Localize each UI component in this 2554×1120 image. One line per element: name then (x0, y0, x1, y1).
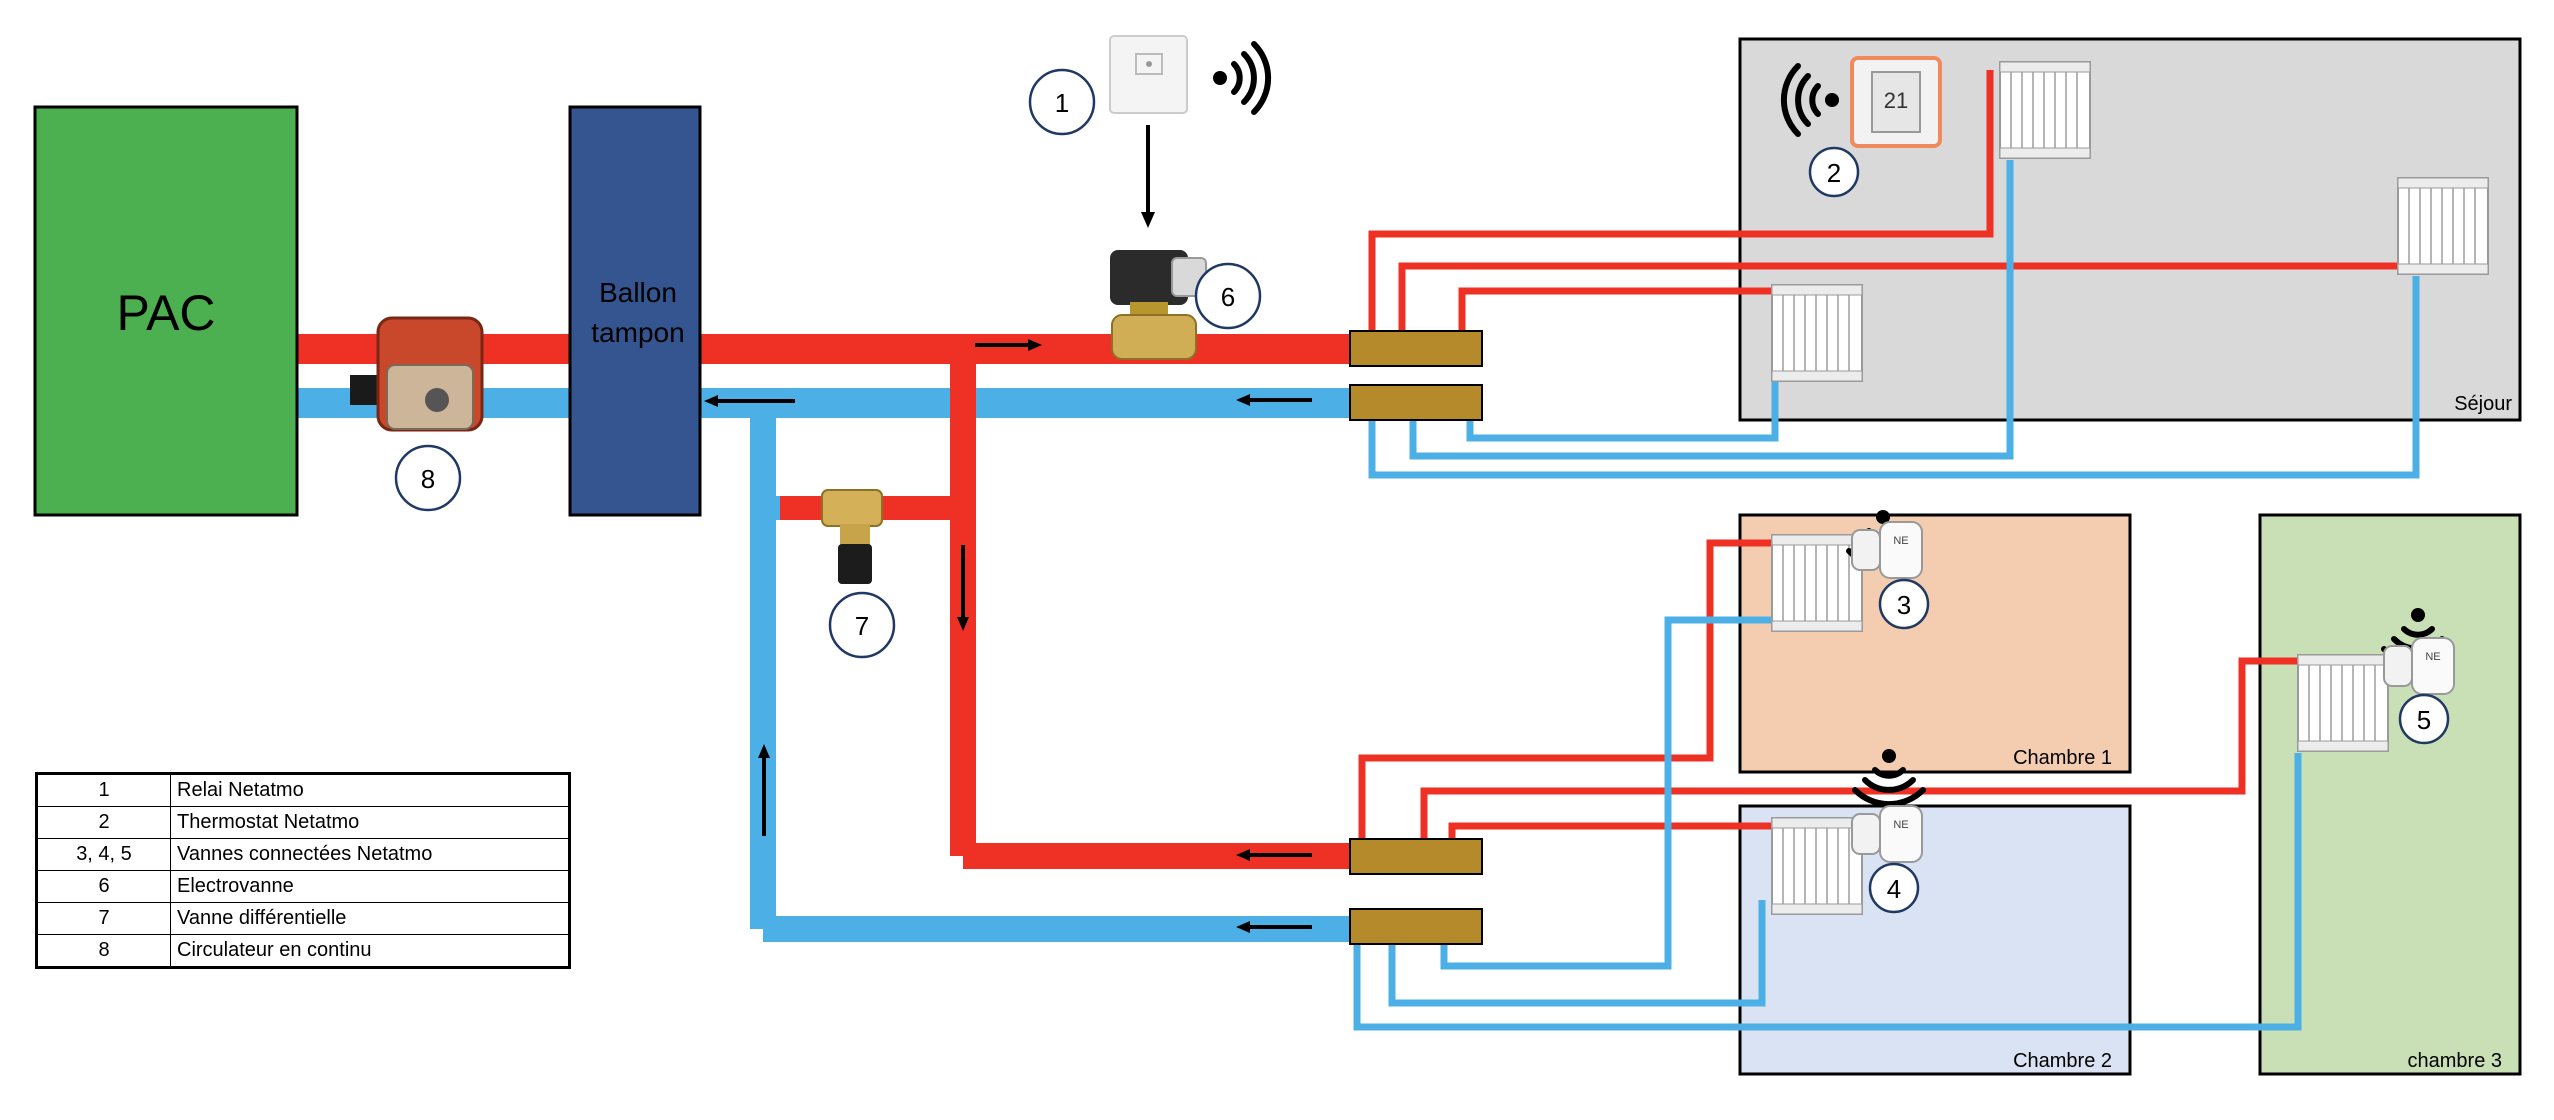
radiator-icon (1771, 817, 1863, 915)
svg-text:8: 8 (421, 464, 435, 494)
marker-3: 3 (1878, 578, 1930, 630)
flow-arrow-icon (758, 744, 770, 836)
pipe-sejour-rad1-return (1409, 160, 2014, 460)
room-label-sejour: Séjour (2454, 393, 2512, 415)
flow-arrow-icon (1236, 921, 1312, 933)
pipe-sejour-rad3-return (1368, 276, 2420, 479)
room-label-chambre3: chambre 3 (2408, 1050, 2503, 1072)
marker-6: 6 (1194, 262, 1262, 330)
legend-key: 7 (36, 902, 171, 935)
svg-text:6: 6 (1221, 282, 1235, 312)
flow-arrow-icon (1141, 125, 1155, 228)
legend-label: Circulateur en continu (170, 934, 570, 968)
pipe-ch2-return (1440, 616, 1772, 970)
thermostat-icon: 21 (1850, 56, 1942, 148)
solenoid-valve-icon (1110, 250, 1207, 360)
collector-sejour-supply (1349, 330, 1483, 367)
room-pipes (1353, 70, 2420, 1031)
collector-chambres-return (1349, 908, 1483, 945)
pipe-ch1-return (1388, 900, 1766, 1007)
collector-chambres-supply (1349, 838, 1483, 875)
differential-valve-icon (821, 489, 883, 584)
legend-label: Vannes connectées Netatmo (170, 838, 570, 871)
circulator-pump-icon (350, 316, 484, 432)
relay-icon (1109, 35, 1188, 114)
legend-label: Vanne différentielle (170, 902, 570, 935)
pipe-ch3-return (1353, 753, 2302, 1031)
pipe-ch3-supply (1420, 657, 2298, 842)
svg-text:1: 1 (1055, 88, 1069, 118)
room-chambre3 (2258, 513, 2522, 1076)
legend-key: 2 (36, 806, 171, 839)
pipe-sejour-rad1-supply (1368, 70, 1994, 335)
marker-1: 1 (1028, 68, 1096, 136)
legend-key: 1 (36, 773, 171, 807)
flow-arrow-icon (957, 545, 969, 631)
legend-label: Relai Netatmo (170, 773, 570, 807)
buffer-tank (568, 105, 702, 517)
radiator-icon (1771, 284, 1863, 382)
pipe-sejour-rad2-return (1466, 345, 1779, 442)
svg-text:4: 4 (1887, 874, 1901, 904)
svg-text:5: 5 (2417, 705, 2431, 735)
svg-text:2: 2 (1827, 158, 1841, 188)
legend-key: 6 (36, 870, 171, 903)
room-label-chambre1: Chambre 1 (2013, 747, 2112, 769)
flow-arrow-icon (1236, 394, 1312, 406)
legend-key: 3, 4, 5 (36, 838, 171, 871)
marker-8: 8 (394, 444, 462, 512)
svg-text:3: 3 (1897, 590, 1911, 620)
svg-text:7: 7 (855, 611, 869, 641)
flow-arrows (704, 125, 1312, 933)
wifi-icon (1213, 44, 1268, 112)
flow-arrow-icon (704, 395, 795, 407)
marker-7: 7 (828, 591, 896, 659)
collector-sejour-return (1349, 384, 1483, 421)
marker-4: 4 (1868, 862, 1920, 914)
pac-label: PAC (116, 285, 215, 341)
pipe-ch2-supply (1448, 822, 1772, 842)
svg-text:21: 21 (1884, 88, 1908, 113)
smart-valve-icon (1851, 521, 1923, 579)
legend-key: 8 (36, 934, 171, 968)
flow-arrow-icon (975, 339, 1042, 351)
radiator-icon (2297, 654, 2389, 752)
legend-label: Electrovanne (170, 870, 570, 903)
radiator-icon (2397, 177, 2489, 275)
smart-valve-icon (1851, 805, 1923, 863)
smart-valve-icon (2383, 637, 2455, 695)
legend-label: Thermostat Netatmo (170, 806, 570, 839)
marker-5: 5 (2398, 693, 2450, 745)
radiator-icon (1999, 61, 2091, 159)
collectors (1349, 330, 1483, 945)
room-label-chambre2: Chambre 2 (2013, 1050, 2112, 1072)
pipe-ch1-supply (1358, 539, 1772, 842)
marker-2: 2 (1808, 146, 1860, 198)
flow-arrow-icon (1236, 849, 1312, 861)
pac-unit (33, 105, 299, 517)
buffer-tank-label-line1: Ballon (599, 277, 677, 308)
pipe-sejour-rad2-supply (1458, 287, 1776, 335)
buffer-tank-label-line2: tampon (591, 317, 684, 348)
